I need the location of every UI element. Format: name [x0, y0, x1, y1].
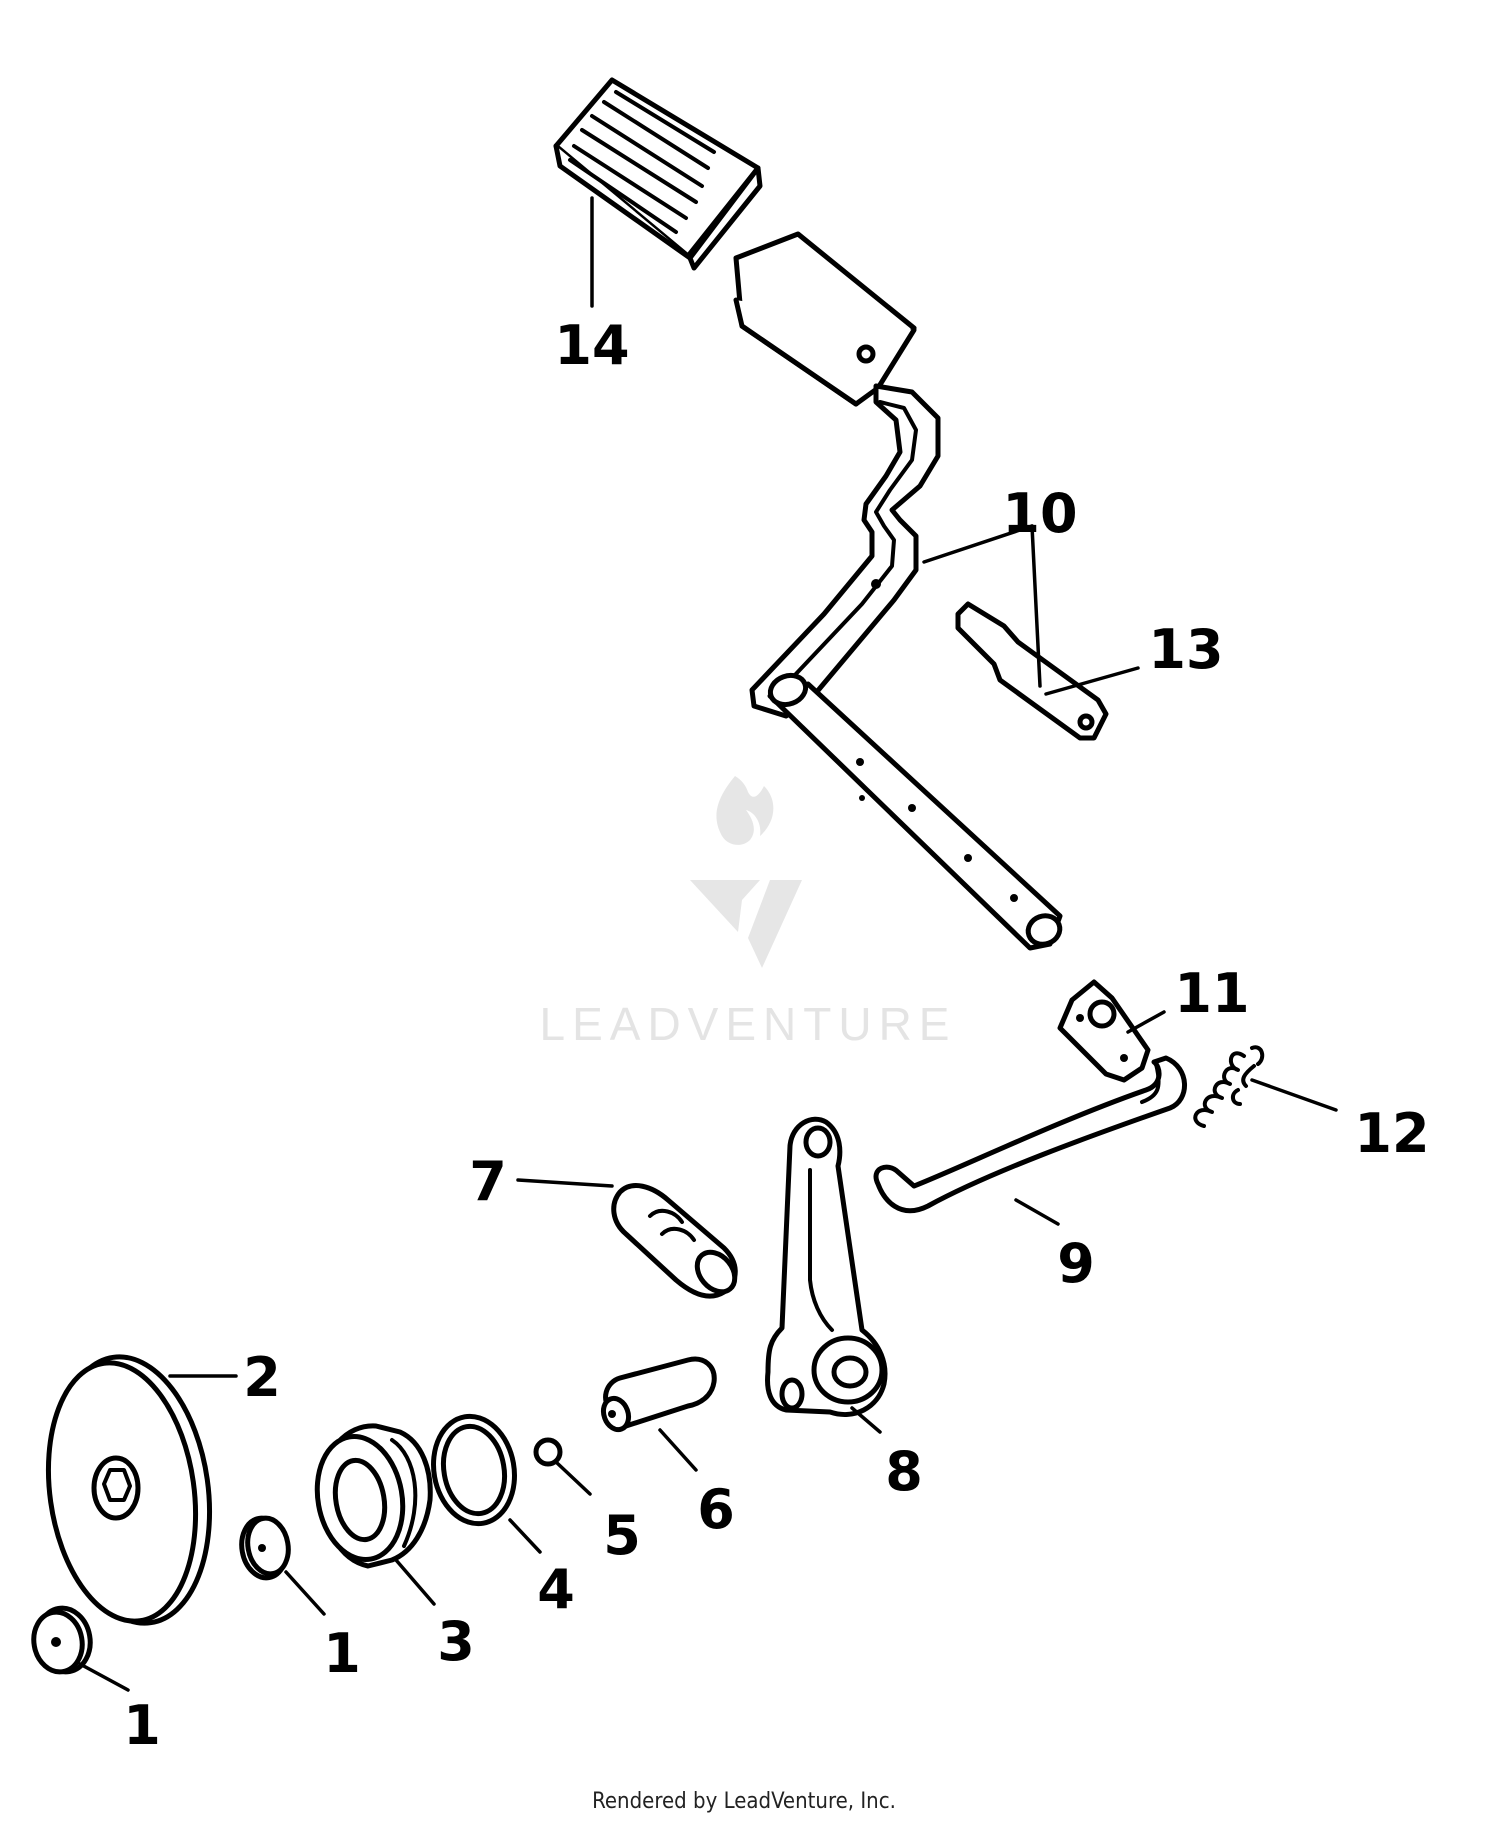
callout-1-upper: 1	[323, 1622, 361, 1685]
part-7-pin	[611, 1183, 738, 1299]
callout-2: 2	[243, 1346, 281, 1409]
part-10-pedal-lever-shaft	[733, 231, 1063, 951]
callout-1-lower: 1	[123, 1694, 161, 1757]
part-1-spacer-upper	[239, 1515, 291, 1581]
leader-lines	[78, 196, 1338, 1692]
callout-10: 10	[1002, 482, 1077, 545]
part-2-pulley	[45, 1354, 213, 1626]
part-9-rod	[873, 1055, 1187, 1214]
part-3-bushing	[314, 1423, 433, 1569]
part-5-ball	[533, 1437, 563, 1467]
callout-6: 6	[697, 1478, 735, 1541]
part-13-key	[955, 601, 1109, 741]
part-12-spring	[1193, 1045, 1265, 1128]
callout-labels: 14 10 13 11 12 9 7 8 6 5 4 3 1 2 1	[123, 314, 1429, 1757]
part-4-ring	[431, 1413, 517, 1527]
part-8-lever-arm	[765, 1116, 888, 1417]
callout-7: 7	[469, 1150, 507, 1213]
watermark-logo	[690, 776, 802, 968]
callout-12: 12	[1354, 1102, 1429, 1165]
callout-3: 3	[437, 1610, 475, 1673]
part-11-plate	[1057, 979, 1151, 1083]
callout-9: 9	[1057, 1232, 1095, 1295]
watermark-text: LEADVENTURE	[540, 998, 957, 1050]
callout-8: 8	[885, 1440, 923, 1503]
callout-11: 11	[1174, 962, 1249, 1025]
callout-13: 13	[1148, 618, 1223, 681]
callout-4: 4	[537, 1558, 575, 1621]
part-14-pedal-pad	[553, 77, 763, 271]
footer-credit: Rendered by LeadVenture, Inc.	[592, 1789, 896, 1814]
callout-14: 14	[554, 314, 629, 377]
part-6-pin	[600, 1356, 717, 1433]
part-1-spacer-lower	[31, 1605, 93, 1675]
callout-5: 5	[603, 1504, 641, 1567]
